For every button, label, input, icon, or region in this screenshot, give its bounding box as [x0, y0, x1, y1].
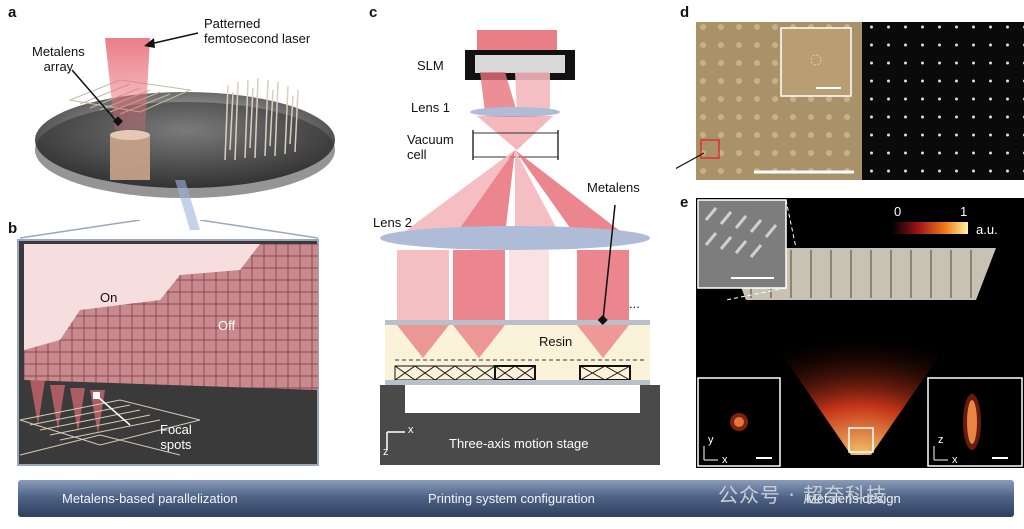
on-label: On	[100, 290, 118, 305]
panel-c-label: c	[369, 4, 378, 21]
axis-x-label: x	[408, 424, 414, 436]
laser-beam	[105, 38, 150, 130]
panel-c-illustration	[380, 30, 660, 465]
vacuum-cell-label: Vacuum cell	[407, 132, 454, 162]
stage-label: Three-axis motion stage	[449, 436, 589, 451]
panel-a: a Patterned femtosecond laser Metalens a…	[0, 0, 340, 230]
panel-c: c SLM Lens 1 Vacuum cell Lens 2 Metalens…	[365, 0, 665, 470]
metalens-layer	[385, 320, 650, 325]
panel-e-simulation	[696, 198, 1024, 468]
laser-label: Patterned femtosecond laser	[204, 16, 311, 46]
slm-label: SLM	[417, 58, 444, 73]
metasurface-slab	[726, 248, 996, 300]
objective-lens	[110, 135, 150, 180]
inset-right-z: z	[938, 434, 944, 446]
section-label-printing-system: Printing system configuration	[428, 491, 595, 506]
on-region	[24, 244, 260, 350]
lens1-label: Lens 1	[411, 100, 451, 115]
axis-z-label: z	[383, 446, 389, 458]
panel-b-illustration	[17, 219, 319, 466]
scale-min: 0	[894, 204, 902, 219]
panel-d: d	[645, 0, 1024, 186]
scale-max: 1	[960, 204, 968, 219]
panel-e: e 0 1 a.u. y x z x	[676, 190, 1024, 470]
pillar-array	[224, 77, 299, 161]
section-label-metalens-design: Metalens design	[806, 491, 901, 506]
scale-unit: a.u.	[976, 222, 998, 237]
panel-b: b On Off Focal spots	[0, 219, 340, 470]
colour-bar	[892, 222, 968, 234]
off-label: Off	[218, 318, 236, 333]
nanopillars	[750, 250, 972, 298]
panel-b-label: b	[8, 220, 18, 237]
printed-lattice	[19, 399, 201, 456]
panel-a-illustration	[35, 32, 335, 230]
focal-spots-label: Focal spots	[160, 422, 192, 452]
section-label-parallelization: Metalens-based parallelization	[62, 491, 238, 506]
inset-zoom	[780, 27, 852, 97]
watermark: 公众号 · 超奈科技	[718, 483, 888, 507]
section-bar	[18, 480, 1014, 517]
lens2-label: Lens 2	[373, 215, 413, 230]
inset-left-x: x	[722, 454, 728, 466]
inset-right-x: x	[952, 454, 958, 466]
panel-d-micrographs	[645, 22, 1024, 186]
metalens-array-label: Metalens array	[32, 44, 85, 74]
focusing-field	[746, 302, 976, 455]
inset-left-y: y	[708, 434, 714, 446]
ellipsis-label: ...	[629, 296, 640, 311]
lens-2	[380, 226, 650, 250]
panel-d-label: d	[680, 4, 690, 21]
metalens-label: Metalens	[587, 180, 640, 195]
printed-structures	[394, 365, 631, 381]
resin-label: Resin	[539, 334, 573, 349]
input-laser	[477, 30, 557, 50]
panel-a-label: a	[8, 4, 17, 21]
focal-beams	[30, 380, 105, 434]
panel-e-label: e	[680, 194, 689, 211]
focal-spot-array	[862, 22, 1024, 180]
lens-1	[470, 107, 560, 117]
